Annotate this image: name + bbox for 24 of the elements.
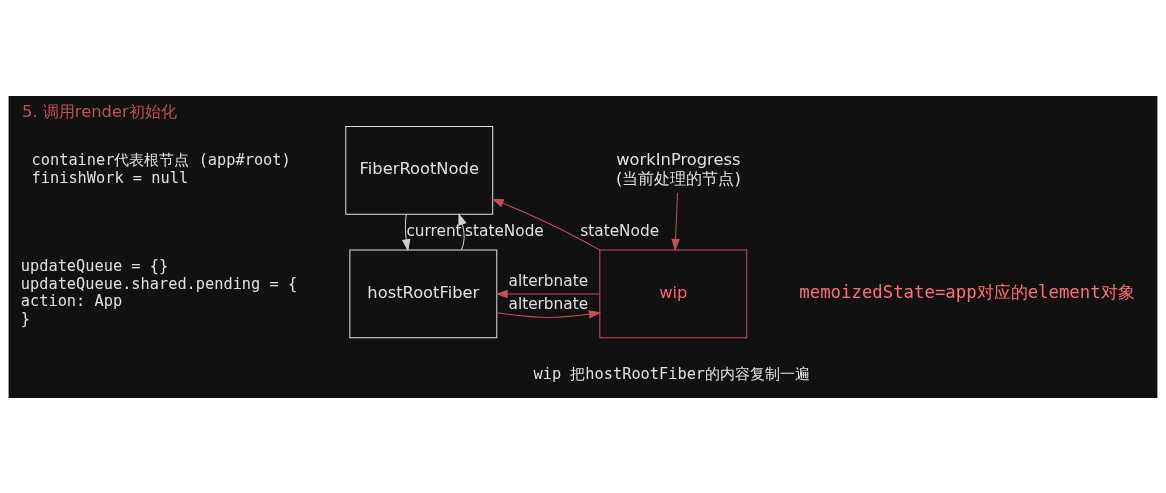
node-label: updateQueue = {} — [20, 256, 169, 275]
node-box: FiberRootNode — [345, 125, 494, 215]
node-box: hostRootFiber — [349, 249, 498, 338]
node-label: } — [20, 309, 31, 328]
diagram-title: 5. 调用render初始化 — [22, 101, 177, 121]
arrow — [496, 309, 602, 319]
arrow — [401, 213, 411, 252]
node-label: updateQueue.shared.pending = { — [20, 274, 298, 293]
edge-label: stateNode — [580, 221, 660, 240]
arrow — [458, 212, 467, 250]
node-label: action: App — [20, 291, 123, 310]
node-text: workInProgress (当前处理的节点) — [616, 149, 741, 188]
node-label: container代表根节点 (app#root) — [31, 150, 291, 169]
arrow — [671, 191, 680, 251]
edge-label: alterbnate — [508, 271, 589, 290]
arrow — [495, 289, 601, 298]
node-label: finishWork = null — [31, 168, 189, 187]
edge-label: stateNode — [465, 221, 544, 240]
node-label: memoizedState=app对应的element对象 — [799, 281, 1135, 302]
node-box: wip — [599, 249, 748, 338]
arrow — [491, 198, 601, 250]
edge-label: alterbnate — [508, 294, 589, 313]
node-label: wip 把hostRootFiber的内容复制一遍 — [533, 364, 811, 383]
edge-label: current — [406, 221, 462, 240]
